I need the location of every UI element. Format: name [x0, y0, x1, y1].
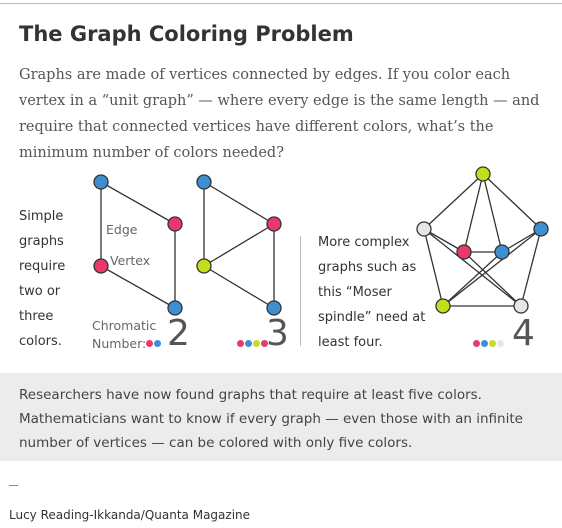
graph1-chromatic-number: 2 [167, 313, 190, 354]
research-note-box: Researchers have now found graphs that r… [0, 373, 562, 461]
graph2-color-dot [253, 340, 260, 347]
intro-paragraph: Graphs are made of vertices connected by… [19, 67, 540, 161]
graph3-color-dot [481, 340, 488, 347]
graph1-vertex-pink [93, 258, 109, 274]
graph3-vertex-gray [513, 298, 529, 314]
graph2-vertex-blue [266, 300, 282, 316]
graph3-edge [423, 173, 484, 230]
graph3-edge [423, 228, 444, 307]
vertex-label: Vertex [110, 253, 151, 268]
graph1-vertex-blue [167, 300, 183, 316]
graph3-vertex-green [475, 166, 491, 182]
graph3-color-dot [489, 340, 496, 347]
graph2-color-dots [237, 340, 268, 347]
graph2-chromatic-number: 3 [266, 313, 289, 354]
chromatic-label-line1: Chromatic [92, 318, 157, 333]
page-title: The Graph Coloring Problem [19, 22, 354, 46]
graph3-vertex-blue [494, 244, 510, 260]
graph3-vertex-blue [533, 221, 549, 237]
graph2-vertex-green [196, 258, 212, 274]
graph3-color-dot [497, 340, 504, 347]
graph3-color-dots [473, 340, 504, 347]
graph1-color-dots [146, 340, 161, 347]
graph3-edge [463, 173, 484, 253]
panel-divider [300, 236, 301, 346]
graph2-edge [203, 265, 275, 309]
graph3-vertex-pink [456, 244, 472, 260]
graph1-color-dot [146, 340, 153, 347]
graph2-vertex-blue [196, 174, 212, 190]
graph3-edge [423, 228, 465, 253]
graph3-edge [423, 228, 522, 307]
graph2-color-dot [245, 340, 252, 347]
graph2-edge [203, 223, 275, 267]
graph3-color-dot [473, 340, 480, 347]
graph3-edge [482, 173, 503, 253]
graph3-edge [442, 251, 503, 307]
graph1-color-dot [154, 340, 161, 347]
graph2-color-dot [261, 340, 268, 347]
credit-dash [9, 485, 18, 486]
graph1-edge [100, 265, 176, 309]
graph2-color-dot [237, 340, 244, 347]
graph3-edge [520, 228, 542, 307]
simple-graphs-caption: Simple graphs require two or three color… [19, 209, 66, 349]
graph3-chromatic-number: 4 [512, 313, 535, 354]
graph1-vertex-pink [167, 216, 183, 232]
graph3-edge [442, 228, 542, 307]
graph3-edge [463, 251, 522, 307]
research-note-text: Researchers have now found graphs that r… [19, 387, 523, 451]
graph1-edge [100, 181, 176, 225]
graph3-edge [482, 173, 542, 230]
moser-spindle-caption: More complex graphs such as this “Moser … [318, 235, 426, 350]
graph3-vertex-green [435, 298, 451, 314]
graph2-edge [203, 181, 275, 225]
graph1-vertex-blue [93, 174, 109, 190]
edge-label: Edge [106, 222, 138, 237]
top-rule [0, 3, 562, 4]
graph3-vertex-gray [416, 221, 432, 237]
image-credit: Lucy Reading-Ikkanda/Quanta Magazine [9, 508, 251, 522]
graph-illustrations [93, 166, 549, 316]
graph2-vertex-pink [266, 216, 282, 232]
chromatic-number-label: Chromatic Number: [92, 317, 156, 353]
chromatic-label-line2: Number: [92, 336, 147, 351]
